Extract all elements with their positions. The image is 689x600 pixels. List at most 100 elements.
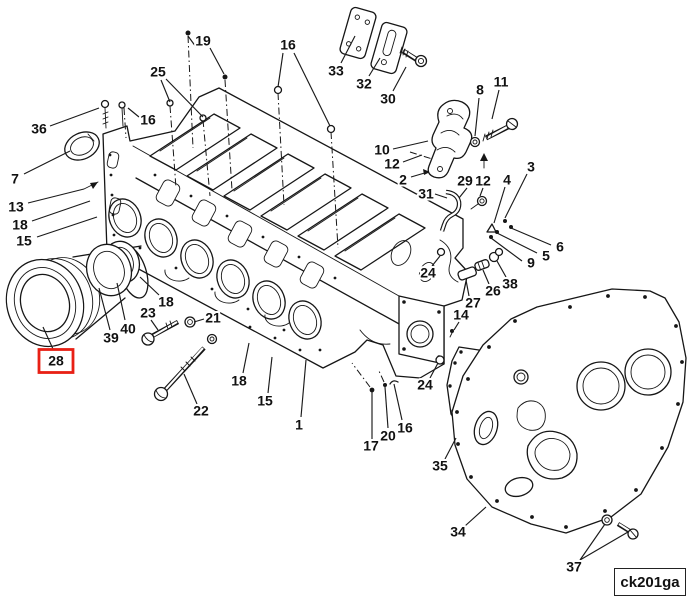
leader-line-29 [458, 187, 468, 199]
leader-line-16 [277, 52, 284, 88]
part-callout-22[interactable]: 22 [191, 401, 211, 421]
leader-line-36 [49, 107, 100, 127]
part-callout-38[interactable]: 38 [500, 274, 520, 294]
part-callout-18[interactable]: 18 [156, 292, 176, 312]
part-callout-24[interactable]: 24 [418, 263, 438, 283]
leader-line-40 [116, 282, 126, 321]
leader-line-26 [482, 269, 490, 285]
cylinder-bores [108, 198, 322, 340]
leader-line-35 [444, 437, 457, 460]
part-callout-10[interactable]: 10 [372, 140, 392, 160]
front-housing-plate [451, 288, 687, 534]
part-callout-1[interactable]: 1 [293, 415, 305, 435]
part-callout-16[interactable]: 16 [138, 110, 158, 130]
face-windows [155, 179, 325, 289]
leader-line-13 [27, 188, 85, 204]
leader-line-15 [267, 356, 273, 394]
stud-36 [100, 99, 110, 129]
part-callout-21[interactable]: 21 [203, 308, 223, 328]
part-callout-12[interactable]: 12 [382, 154, 402, 174]
mounting-plates [339, 6, 408, 75]
part-callout-40[interactable]: 40 [118, 319, 138, 339]
part-callout-13[interactable]: 13 [6, 197, 26, 217]
part-callout-14[interactable]: 14 [451, 305, 471, 325]
leader-line-6 [510, 227, 552, 246]
pin-13 [83, 181, 99, 190]
bolt-11 [482, 117, 519, 142]
part-callout-27[interactable]: 27 [463, 293, 483, 313]
part-callout-20[interactable]: 20 [378, 426, 398, 446]
part-callout-11[interactable]: 11 [492, 72, 511, 92]
part-callout-35[interactable]: 35 [430, 456, 450, 476]
drawing-code: ck201ga [620, 573, 680, 591]
part-callout-18[interactable]: 18 [10, 215, 30, 235]
leader-line-18 [139, 276, 160, 296]
part-callout-29[interactable]: 29 [455, 171, 475, 191]
part-callout-39[interactable]: 39 [101, 328, 121, 348]
leader-line-30 [392, 66, 407, 92]
liner-seal-rings [85, 240, 141, 297]
part-callout-23[interactable]: 23 [138, 303, 158, 323]
part-callout-36[interactable]: 36 [29, 119, 49, 139]
part-callout-25[interactable]: 25 [148, 62, 168, 82]
arrow-12 [480, 153, 488, 169]
part-callout-8[interactable]: 8 [474, 80, 486, 100]
leader-line-16 [293, 52, 331, 127]
part-callout-17[interactable]: 17 [361, 436, 381, 456]
part-callout-33[interactable]: 33 [326, 61, 346, 81]
part-callout-37[interactable]: 37 [564, 557, 584, 577]
bolt-22 [153, 346, 206, 402]
leader-line-18 [31, 200, 91, 222]
part-callout-26[interactable]: 26 [483, 281, 503, 301]
drawing-code-box: ck201ga [614, 568, 686, 596]
bolt-37 [601, 514, 639, 540]
part-callout-30[interactable]: 30 [378, 89, 398, 109]
part-callout-34[interactable]: 34 [448, 522, 468, 542]
part-callout-9[interactable]: 9 [525, 253, 537, 273]
leader-line-24 [431, 255, 441, 267]
leader-line-7 [23, 150, 71, 175]
part-callout-12[interactable]: 12 [473, 171, 493, 191]
part-callout-32[interactable]: 32 [354, 74, 374, 94]
part-callout-19[interactable]: 19 [193, 31, 213, 51]
part-callout-4[interactable]: 4 [501, 170, 513, 190]
leader-line-9 [490, 237, 523, 262]
leader-line-27 [465, 279, 470, 297]
leader-line-23 [150, 319, 159, 331]
washer-8 [469, 136, 481, 148]
part-callout-6[interactable]: 6 [554, 237, 566, 257]
leader-line-16 [393, 383, 403, 421]
small-hardware [435, 219, 513, 365]
part-callout-15[interactable]: 15 [14, 231, 34, 251]
part-callout-2[interactable]: 2 [397, 170, 409, 190]
part-callout-3[interactable]: 3 [525, 157, 537, 177]
leader-line-19 [187, 35, 197, 48]
leader-line-18 [242, 342, 250, 374]
leader-line-25 [165, 78, 204, 118]
leader-line-22 [183, 373, 198, 405]
leader-line-31 [434, 193, 448, 199]
bolt-23 [141, 320, 180, 346]
part-callout-24[interactable]: 24 [415, 375, 435, 395]
part-callout-28[interactable]: 28 [46, 351, 66, 371]
part-callout-15[interactable]: 15 [255, 391, 275, 411]
part-callout-5[interactable]: 5 [540, 246, 552, 266]
bolt-29 [470, 195, 488, 210]
leader-line-1 [300, 359, 307, 418]
mount-bracket-10 [427, 99, 473, 179]
part-callout-16[interactable]: 16 [395, 418, 415, 438]
part-callout-7[interactable]: 7 [9, 169, 21, 189]
lever-31 [439, 189, 462, 232]
leader-line-20 [384, 386, 389, 429]
stud-16-left [118, 101, 126, 127]
part-callout-31[interactable]: 31 [416, 184, 436, 204]
rear-flange [398, 295, 445, 365]
part-callout-18[interactable]: 18 [229, 371, 249, 391]
leader-line-15 [36, 216, 98, 238]
leader-line-5 [496, 232, 538, 254]
leader-line-24 [429, 362, 439, 379]
part-callout-16[interactable]: 16 [278, 35, 298, 55]
leader-line-19 [209, 47, 225, 75]
